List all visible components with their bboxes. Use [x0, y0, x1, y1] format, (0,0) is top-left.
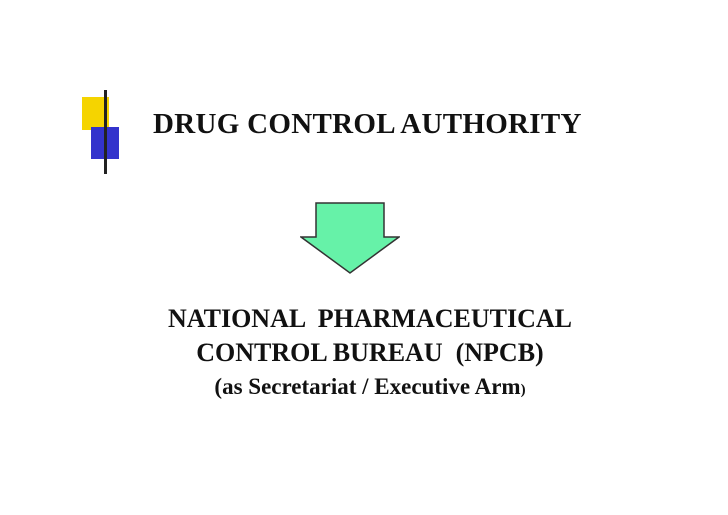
vertical-line-ornament [104, 90, 107, 174]
body-line-3-main: (as Secretariat / Executive Arm [214, 374, 521, 399]
slide-title: DRUG CONTROL AUTHORITY [153, 108, 582, 140]
body-line-1: NATIONAL PHARMACEUTICAL [168, 304, 572, 333]
body-line-2: CONTROL BUREAU (NPCB) [196, 338, 544, 367]
down-arrow-icon [300, 202, 400, 274]
body-line-3: (as Secretariat / Executive Arm) [140, 370, 600, 407]
down-arrow-shape [300, 202, 400, 274]
body-text-block: NATIONAL PHARMACEUTICAL CONTROL BUREAU (… [140, 302, 600, 407]
body-line-3-close: ) [520, 382, 526, 398]
